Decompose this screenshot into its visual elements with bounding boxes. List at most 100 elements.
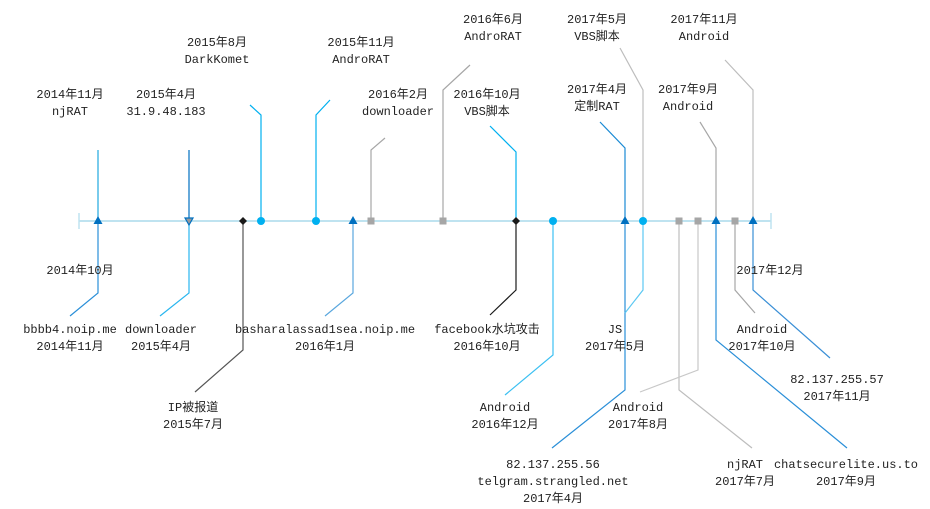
- circle-marker-icon: [639, 217, 647, 225]
- event-label-ip-reported-2015-07: IP被报道 2015年7月: [163, 400, 223, 434]
- event-label-line: VBS脚本: [574, 30, 620, 44]
- event-label-chatsecure-2017-09: chatsecurelite.us.to 2017年9月: [774, 457, 918, 491]
- connector-line: [442, 64, 471, 221]
- event-label-line: 2016年1月: [294, 340, 355, 354]
- event-label-line: downloader: [124, 323, 198, 337]
- event-label-line: downloader: [361, 105, 435, 119]
- event-label-line: 2015年8月: [186, 36, 247, 50]
- event-label-ip-2015-04: 2015年4月 31.9.48.183: [126, 87, 205, 121]
- event-label-line: 2015年11月: [327, 36, 395, 50]
- floating-date-label: 2017年12月: [736, 264, 804, 278]
- event-label-downloader-2016-02: 2016年2月 downloader: [362, 87, 434, 121]
- triangle-marker-icon: [620, 216, 630, 224]
- event-label-android-2017-11-top: 2017年11月 Android: [670, 12, 737, 46]
- event-label-line: DarkKomet: [184, 53, 250, 67]
- triangle-marker-icon: [711, 216, 721, 224]
- event-label-line: njRAT: [726, 458, 764, 472]
- connector-line: [678, 221, 753, 449]
- diamond-marker-icon: [512, 217, 520, 225]
- connector-line: [599, 121, 626, 221]
- connector-line: [619, 47, 644, 221]
- event-label-line: chatsecurelite.us.to: [773, 458, 919, 472]
- square-marker-icon: [367, 217, 375, 225]
- connector-line: [489, 125, 517, 221]
- event-label-line: IP被报道: [167, 401, 219, 415]
- connector-line: [699, 121, 717, 221]
- event-label-line: Android: [678, 30, 730, 44]
- event-label-line: telgram.strangled.net: [477, 475, 629, 489]
- event-label-line: Android: [736, 323, 788, 337]
- event-label-line: 2017年7月: [714, 475, 776, 489]
- triangle-marker-icon: [348, 216, 358, 224]
- event-label-line: Android: [479, 401, 531, 415]
- event-label-telgram-2017-04: 82.137.255.56 telgram.strangled.net 2017年4…: [477, 457, 628, 508]
- event-label-line: 2017年11月: [803, 390, 871, 404]
- square-marker-icon: [694, 217, 702, 225]
- connector-line: [324, 221, 354, 317]
- event-label-line: 2015年7月: [162, 418, 224, 432]
- event-label-line: 2017年9月: [815, 475, 876, 489]
- event-label-line: basharalassad1sea.noip.me: [234, 323, 416, 337]
- event-label-android-2017-10: Android 2017年10月: [728, 322, 795, 356]
- square-marker-icon: [675, 217, 683, 225]
- event-label-line: 2017年8月: [607, 418, 669, 432]
- event-label-line: 定制RAT: [574, 100, 620, 114]
- event-label-line: 2014年11月: [36, 88, 104, 102]
- event-label-line: Android: [662, 100, 714, 114]
- event-label-line: njRAT: [51, 105, 88, 119]
- event-label-line: 2017年5月: [584, 340, 646, 354]
- floating-date-label: 2014年10月: [46, 264, 114, 278]
- event-label-line: 2014年11月: [36, 340, 104, 354]
- event-label-bashar-2016-01: basharalassad1sea.noip.me 2016年1月: [235, 322, 415, 356]
- connector-line: [69, 221, 99, 317]
- triangle-down-marker-icon: [183, 217, 195, 227]
- event-label-line: 2016年6月: [462, 13, 524, 27]
- event-label-line: 2017年5月: [566, 13, 628, 27]
- event-label-vbs-2017-05: 2017年5月 VBS脚本: [567, 12, 627, 46]
- event-label-line: 31.9.48.183: [126, 105, 206, 119]
- connector-line: [734, 221, 756, 314]
- connector-line: [249, 104, 262, 221]
- connector-line: [551, 221, 626, 449]
- connector-line: [715, 221, 848, 449]
- event-label-line: VBS脚本: [464, 105, 510, 119]
- event-label-facebook-2016-10: facebook水坑攻击 2016年10月: [434, 322, 540, 356]
- event-label-ip-2017-11: 82.137.255.57 2017年11月: [790, 372, 884, 406]
- event-label-android-2017-09-top: 2017年9月 Android: [658, 82, 718, 116]
- event-label-line: 2017年10月: [728, 340, 796, 354]
- event-label-line: 2017年11月: [670, 13, 738, 27]
- event-label-njrat-2017-07: njRAT 2017年7月: [715, 457, 775, 491]
- event-label-line: 2016年2月: [367, 88, 429, 102]
- diamond-marker-icon: [239, 217, 247, 225]
- event-label-line: AndroRAT: [332, 53, 390, 67]
- event-label-line: bbbb4.noip.me: [23, 323, 117, 337]
- connector-line: [159, 221, 190, 317]
- circle-marker-icon: [312, 217, 320, 225]
- triangle-marker-icon: [93, 216, 103, 224]
- triangle-marker-icon: [748, 216, 758, 224]
- event-label-line: 2016年10月: [453, 88, 521, 102]
- event-label-line: 82.137.255.57: [790, 373, 884, 387]
- square-marker-icon: [731, 217, 739, 225]
- event-label-line: 2015年4月: [135, 88, 196, 102]
- event-label-line: 2016年10月: [453, 340, 521, 354]
- event-label-js-2017-05: JS 2017年5月: [585, 322, 645, 356]
- square-marker-icon: [439, 217, 447, 225]
- event-label-line: 2015年4月: [130, 340, 192, 354]
- event-label-customrat-2017-04: 2017年4月定制RAT: [567, 82, 627, 116]
- event-label-line: 2017年4月: [566, 83, 628, 97]
- event-label-line: JS: [607, 323, 623, 337]
- circle-marker-icon: [549, 217, 557, 225]
- connector-line: [370, 137, 386, 221]
- circle-marker-icon: [257, 217, 265, 225]
- event-label-line: 2017年9月: [657, 83, 719, 97]
- event-label-line: facebook水坑攻击: [434, 323, 540, 337]
- connector-line: [489, 221, 517, 316]
- event-label-line: 2017年4月: [522, 492, 584, 506]
- event-label-line: 82.137.255.56: [506, 458, 600, 472]
